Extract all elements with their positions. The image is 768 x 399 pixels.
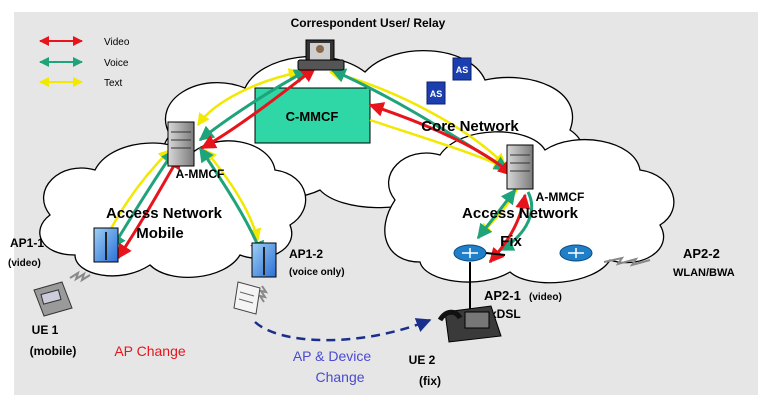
correspondent-label: Correspondent User/ Relay [291,16,446,30]
wireless-link-ap22 [603,256,651,267]
ap12-antenna-icon [251,242,277,278]
ue1-label: UE 1 [32,323,59,337]
ap-change-label: AP Change [114,343,186,359]
ammcf-left-label: A-MMCF [176,167,225,181]
ammcf-server-left-icon [167,121,195,167]
router-ap21-icon [453,244,487,262]
wireless-link-ue-device [257,285,269,303]
legend-text-label: Text [104,78,123,89]
ap21-link-line [485,252,506,256]
access-network-fix-sublabel: Fix [500,233,522,250]
svg-text:AS: AS [430,89,443,99]
ap12-sublabel: (voice only) [289,267,345,278]
ap11-label: AP1-1 [10,236,44,250]
ue2-desk-phone-icon [437,305,502,343]
svg-text:AS: AS [456,65,469,75]
router-ap22-icon [559,244,593,262]
ap11-sublabel: (video) [8,258,41,269]
device-change-path [254,318,432,342]
ap21-sublabel: (video) [529,292,562,303]
ap12-label: AP1-2 [289,247,323,261]
as-server-icon-1: AS [452,57,472,81]
ap22-label: AP2-2 [683,246,720,261]
access-network-fix-label: Access Network [462,205,579,222]
ap11-antenna-icon [93,227,119,263]
ue2-label: UE 2 [409,353,436,367]
access-network-mobile-sublabel: Mobile [136,225,184,242]
ue1-sublabel: (mobile) [30,344,77,358]
access-network-mobile-label: Access Network [106,205,223,222]
as-server-icon-2: AS [426,81,446,105]
legend: Video Voice Text [39,36,130,89]
ap-device-change-sublabel: Change [315,369,364,385]
core-network-label: Core Network [421,118,519,135]
ue2-sublabel: (fix) [419,374,441,388]
legend-video-label: Video [104,37,130,48]
legend-voice-label: Voice [104,58,129,69]
wireless-link-ue1 [69,270,91,283]
ammcf-server-right-icon [506,144,534,190]
ammcf-right-label: A-MMCF [536,190,585,204]
ap22-sublabel: WLAN/BWA [673,267,735,279]
ap21-label: AP2-1 [484,288,521,303]
ap-device-change-label: AP & Device [293,348,372,364]
pda-device-icon [233,281,261,315]
cmmcf-label: C-MMCF [286,109,339,124]
ap21-sublabel-2: xDSL [490,307,521,321]
ue1-phone-icon [33,281,73,317]
correspondent-device-icon [297,39,345,71]
